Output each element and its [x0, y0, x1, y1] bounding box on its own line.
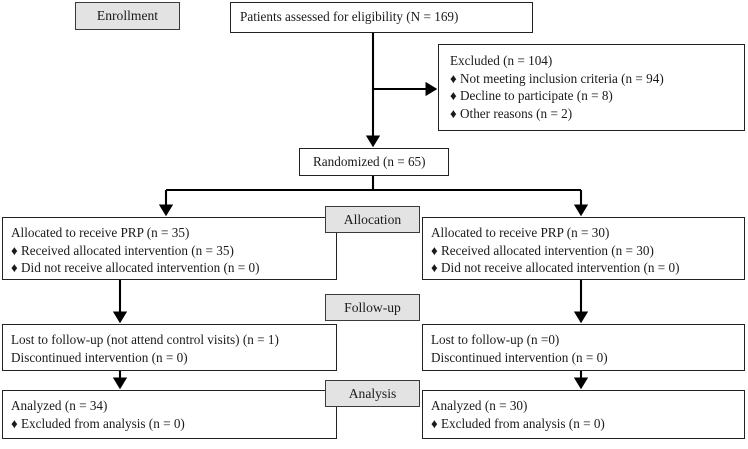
allocation-left-item: ♦Received allocated intervention (n = 35…: [11, 242, 336, 260]
allocation-right-item: ♦Received allocated intervention (n = 30…: [431, 242, 744, 260]
analysis-left-title: Analyzed (n = 34): [11, 398, 108, 413]
followup-left-line1: Lost to follow-up (not attend control vi…: [11, 332, 279, 347]
stage-label-analysis: Analysis: [325, 380, 420, 407]
allocation-left-item-text: Received allocated intervention (n = 35): [21, 242, 234, 258]
analysis-left-item-text: Excluded from analysis (n = 0): [21, 415, 185, 431]
diamond-bullet-icon: ♦: [11, 260, 18, 275]
analysis-left-item: ♦Excluded from analysis (n = 0): [11, 415, 336, 433]
diamond-bullet-icon: ♦: [11, 242, 18, 258]
allocation-left-item: ♦Did not receive allocated intervention …: [11, 259, 336, 277]
stage-label-followup-text: Follow-up: [344, 299, 401, 315]
box-analysis-left: Analyzed (n = 34) ♦Excluded from analysi…: [2, 390, 337, 439]
diamond-bullet-icon: ♦: [431, 242, 438, 258]
stage-label-analysis-text: Analysis: [348, 385, 397, 401]
followup-right-line2: Discontinued intervention (n = 0): [431, 349, 608, 365]
followup-right-line1: Lost to follow-up (n =0): [431, 332, 560, 347]
analysis-right-item-text: Excluded from analysis (n = 0): [441, 415, 605, 431]
randomized-text: Randomized (n = 65): [313, 154, 426, 169]
excluded-reason-text: Not meeting inclusion criteria (n = 94): [460, 70, 664, 86]
box-eligibility-assessed: Patients assessed for eligibility (N = 1…: [230, 2, 533, 33]
analysis-right-title: Analyzed (n = 30): [431, 398, 528, 413]
stage-label-enrollment: Enrollment: [75, 2, 180, 30]
stage-label-followup: Follow-up: [325, 294, 420, 321]
analysis-right-item: ♦Excluded from analysis (n = 0): [431, 415, 744, 433]
diamond-bullet-icon: ♦: [431, 260, 438, 275]
allocation-right-item: ♦Did not receive allocated intervention …: [431, 259, 744, 277]
diamond-bullet-icon: ♦: [11, 415, 18, 431]
allocation-right-item-text: Did not receive allocated intervention (…: [441, 260, 680, 275]
allocation-left-title: Allocated to receive PRP (n = 35): [11, 225, 190, 240]
stage-label-allocation: Allocation: [325, 206, 420, 233]
diamond-bullet-icon: ♦: [450, 105, 457, 121]
box-allocation-left: Allocated to receive PRP (n = 35) ♦Recei…: [2, 217, 337, 280]
excluded-reason-item: ♦Decline to participate (n = 8): [450, 87, 744, 105]
box-excluded: Excluded (n = 104) ♦Not meeting inclusio…: [438, 44, 745, 131]
box-allocation-right: Allocated to receive PRP (n = 30) ♦Recei…: [422, 217, 745, 280]
stage-label-enrollment-text: Enrollment: [96, 8, 159, 23]
eligibility-text: Patients assessed for eligibility (N = 1…: [240, 9, 459, 24]
excluded-reason-item: ♦Other reasons (n = 2): [450, 105, 744, 123]
excluded-reason-item: ♦Not meeting inclusion criteria (n = 94): [450, 70, 744, 88]
box-analysis-right: Analyzed (n = 30) ♦Excluded from analysi…: [422, 390, 745, 439]
box-randomized: Randomized (n = 65): [299, 148, 449, 176]
excluded-title: Excluded (n = 104): [450, 53, 553, 68]
excluded-reason-text: Decline to participate (n = 8): [460, 88, 613, 103]
box-followup-right: Lost to follow-up (n =0) Discontinued in…: [422, 324, 745, 371]
box-followup-left: Lost to follow-up (not attend control vi…: [2, 324, 337, 371]
allocation-right-item-text: Received allocated intervention (n = 30): [441, 242, 654, 258]
diamond-bullet-icon: ♦: [450, 70, 457, 86]
allocation-left-item-text: Did not receive allocated intervention (…: [21, 260, 260, 275]
diamond-bullet-icon: ♦: [450, 88, 457, 103]
excluded-reason-text: Other reasons (n = 2): [460, 105, 573, 121]
followup-left-line2: Discontinued intervention (n = 0): [11, 349, 188, 365]
stage-label-allocation-text: Allocation: [343, 211, 402, 227]
diamond-bullet-icon: ♦: [431, 415, 438, 431]
allocation-right-title: Allocated to receive PRP (n = 30): [431, 225, 610, 240]
